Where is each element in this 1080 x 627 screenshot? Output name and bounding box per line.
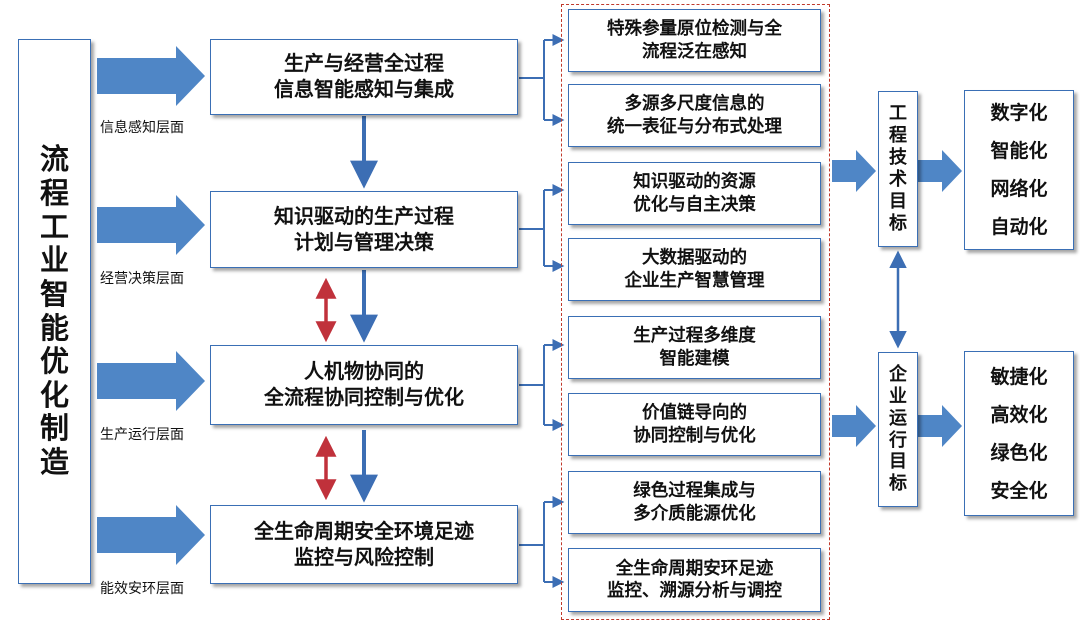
subtask-box: 多源多尺度信息的 统一表征与分布式处理 [568, 84, 821, 147]
subtask-box: 知识驱动的资源 优化与自主决策 [568, 162, 821, 225]
main-box-line: 信息智能感知与集成 [274, 77, 454, 101]
main-box-line: 生产与经营全过程 [284, 51, 444, 76]
subtask-line: 企业生产智慧管理 [624, 270, 765, 291]
subtask-line: 监控、溯源分析与调控 [607, 581, 782, 601]
brace-layer-1 [519, 34, 565, 126]
result-item: 安全化 [990, 479, 1048, 502]
main-box-line: 全生命周期安全环境足迹 [254, 518, 474, 543]
goal-char: 术 [889, 169, 907, 190]
brace-layer-4 [519, 496, 565, 588]
main-box-line: 监控与风险控制 [294, 544, 434, 569]
main-box-energy: 全生命周期安全环境足迹 监控与风险控制 [210, 505, 518, 584]
layer-label-info: 信息感知层面 [100, 120, 184, 136]
subtask-line: 特殊参量原位检测与全 [607, 19, 782, 40]
title-char: 优 [39, 344, 69, 379]
layer-label-decision: 经营决策层面 [100, 271, 184, 287]
enterprise-goal-box: 企 业 运 行 目 标 [878, 352, 918, 507]
main-box-operation: 人机物协同的 全流程协同控制与优化 [210, 345, 518, 425]
title-char: 造 [39, 445, 69, 479]
result-item: 高效化 [990, 403, 1048, 426]
layer-label-energy: 能效安环层面 [100, 581, 184, 597]
subtask-box: 特殊参量原位检测与全 流程泛在感知 [568, 9, 821, 72]
result-item: 网络化 [990, 178, 1048, 200]
engineering-results-box: 数字化 智能化 网络化 自动化 [964, 90, 1074, 250]
goal-char: 运 [889, 407, 907, 429]
title-char: 制 [39, 411, 69, 446]
main-box-decision: 知识驱动的生产过程 计划与管理决策 [210, 191, 518, 268]
title-char: 业 [39, 243, 69, 278]
result-item: 智能化 [990, 140, 1048, 162]
subtask-box: 大数据驱动的 企业生产智慧管理 [568, 238, 821, 301]
goal-char: 技 [889, 147, 907, 169]
result-item: 自动化 [990, 216, 1048, 238]
title-box: 流 程 工 业 智 能 优 化 制 造 [18, 39, 91, 584]
subtask-box: 全生命周期安环足迹 监控、溯源分析与调控 [568, 548, 821, 612]
layer-arrow-4 [97, 505, 205, 565]
goal-char: 目 [889, 190, 907, 212]
goal-char: 行 [889, 429, 907, 451]
result-item: 数字化 [990, 102, 1048, 124]
brace-layer-2 [519, 184, 565, 272]
subtask-line: 流程泛在感知 [642, 41, 747, 62]
main-box-line: 计划与管理决策 [294, 229, 434, 254]
goal-char: 标 [889, 212, 907, 234]
subtask-line: 知识驱动的资源 [633, 172, 756, 193]
goal-char: 工 [889, 103, 907, 125]
brace-layer-3 [519, 339, 565, 431]
subtask-line: 生产过程多维度 [633, 326, 756, 347]
subtask-line: 绿色过程集成与 [633, 481, 756, 502]
arrow-to-enterprise-results [918, 405, 962, 447]
title-char: 流 [39, 142, 69, 177]
main-box-line: 全流程协同控制与优化 [264, 385, 464, 409]
subtask-line: 协同控制与优化 [633, 425, 756, 446]
goal-char: 程 [889, 125, 907, 147]
goal-char: 业 [889, 385, 907, 407]
main-box-line: 人机物协同的 [304, 359, 424, 384]
result-item: 绿色化 [990, 441, 1048, 464]
goal-char: 企 [889, 363, 907, 385]
main-box-line: 知识驱动的生产过程 [274, 203, 454, 228]
subtask-line: 统一表征与分布式处理 [607, 116, 782, 137]
arrow-to-engineering-goal [832, 150, 876, 192]
arrow-to-enterprise-goal [832, 405, 876, 447]
subtask-box: 生产过程多维度 智能建模 [568, 316, 821, 379]
subtask-line: 价值链导向的 [642, 403, 747, 424]
layer-arrow-3 [97, 351, 205, 411]
subtask-line: 全生命周期安环足迹 [615, 558, 774, 579]
subtask-line: 智能建模 [659, 348, 730, 369]
title-char: 工 [39, 209, 69, 244]
subtask-line: 多源多尺度信息的 [624, 94, 765, 115]
main-box-info: 生产与经营全过程 信息智能感知与集成 [210, 39, 518, 115]
layer-arrow-2 [97, 195, 205, 255]
title-char: 智 [39, 276, 69, 311]
title-char: 化 [39, 377, 69, 412]
title-char: 能 [39, 310, 69, 345]
goal-char: 目 [889, 451, 907, 473]
result-item: 敏捷化 [990, 365, 1048, 388]
subtask-box: 价值链导向的 协同控制与优化 [568, 393, 821, 456]
subtask-box: 绿色过程集成与 多介质能源优化 [568, 471, 821, 534]
arrow-to-engineering-results [918, 150, 962, 192]
subtask-line: 优化与自主决策 [633, 194, 756, 215]
engineering-goal-box: 工 程 技 术 目 标 [878, 91, 918, 247]
layer-arrow-1 [97, 46, 205, 106]
enterprise-results-box: 敏捷化 高效化 绿色化 安全化 [964, 351, 1074, 516]
subtask-group-frame [561, 4, 830, 620]
title-char: 程 [39, 176, 69, 210]
subtask-line: 多介质能源优化 [633, 503, 756, 524]
subtask-line: 大数据驱动的 [642, 248, 747, 269]
layer-label-operation: 生产运行层面 [100, 427, 184, 443]
goal-char: 标 [889, 473, 907, 495]
